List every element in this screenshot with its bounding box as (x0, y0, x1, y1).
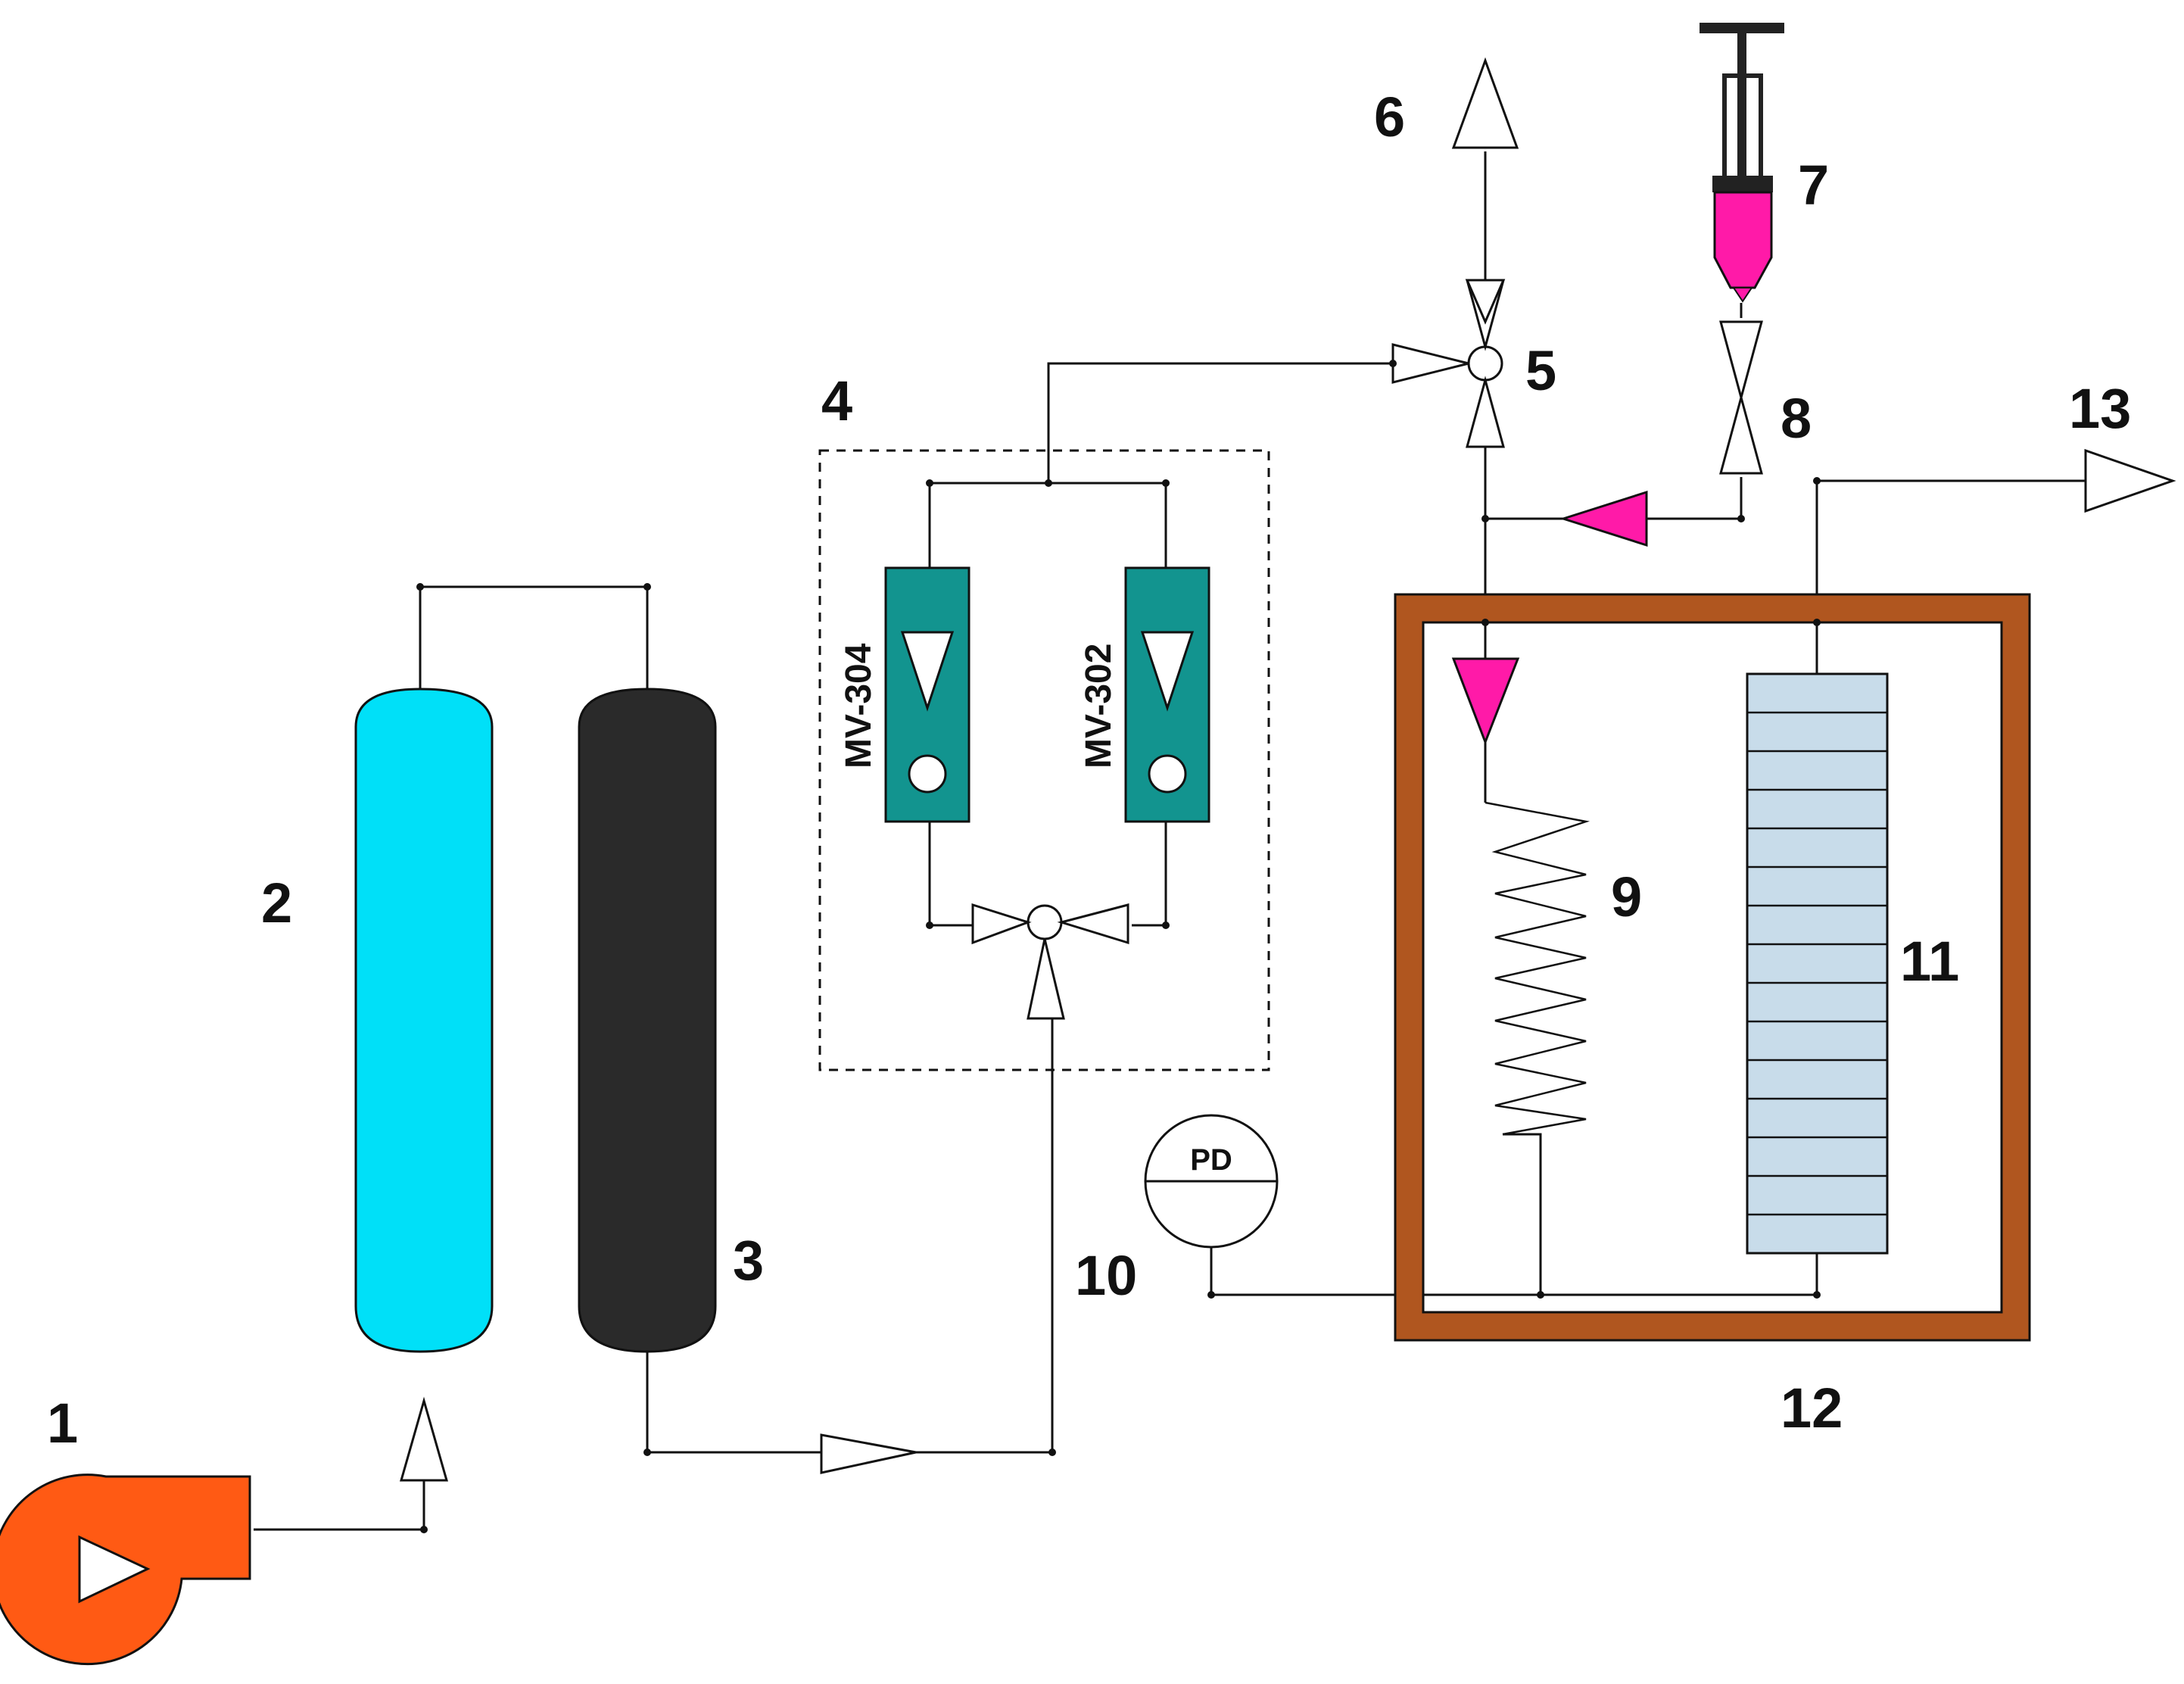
junction-dot (1481, 619, 1489, 626)
junction-dot (1389, 360, 1397, 367)
check-valve-icon (400, 1396, 448, 1482)
label-coil: 9 (1611, 865, 1642, 928)
valve-8 (1719, 320, 1763, 475)
junction-dot (1537, 1291, 1544, 1299)
pipe-valve8-to-tee (1647, 477, 1743, 520)
pipe-rotameter-header (928, 482, 1167, 568)
pipe-header-to-valve5 (1047, 362, 1393, 483)
junction-dot (1162, 479, 1170, 487)
preheat-coil (1485, 801, 1590, 1136)
label-syringe: 7 (1798, 154, 1829, 217)
syringe-plunger-rod (1737, 32, 1746, 191)
label-oven: 12 (1781, 1377, 1843, 1439)
label-cyan-column: 2 (261, 872, 292, 934)
junction-dot (1048, 1449, 1056, 1456)
junction-dot (1481, 515, 1489, 522)
junction-dot (420, 1526, 428, 1533)
junction-dot (416, 583, 424, 591)
reactor-column (1746, 672, 1889, 1255)
oven-injection-arrow-icon (1451, 657, 1520, 746)
connection-nodes (416, 360, 1821, 1533)
syringe-tip (1732, 287, 1753, 303)
float-triangle-icon (900, 631, 955, 712)
junction-dot (1737, 515, 1745, 522)
oven-wall-inner (1422, 621, 2003, 1314)
syringe-collar (1712, 176, 1773, 192)
manifold-valve-hub (1027, 904, 1063, 940)
flow-arrow-icon (820, 1433, 917, 1474)
label-three-way-valve: 5 (1525, 339, 1556, 402)
reactor-column-body (1746, 672, 1889, 1255)
syringe-reservoir (1713, 191, 1773, 289)
junction-dot (926, 922, 933, 929)
label-flowmeter-box: 4 (821, 370, 852, 432)
float-triangle-icon (1140, 631, 1195, 712)
junction-dot (643, 583, 651, 591)
pipe-blower-to-column2 (254, 1480, 425, 1531)
rotameter-mv302 (1124, 566, 1210, 823)
number-labels: 1 2 3 4 5 6 7 8 9 10 11 12 13 (47, 86, 2131, 1455)
label-reactor-column: 11 (1900, 930, 1959, 993)
pressure-indicator-label: PD (1190, 1143, 1232, 1177)
blower-arrow-icon (78, 1535, 151, 1604)
dark-column (578, 688, 717, 1353)
flowmeter-box (818, 449, 1270, 1071)
pressure-indicator (1144, 1114, 1279, 1249)
syringe-handle (1700, 23, 1784, 33)
valve5-bottom-icon (1466, 376, 1505, 448)
junction-dot (1162, 922, 1170, 929)
manifold-valve-bottom-icon (1027, 938, 1065, 1020)
cyan-column (354, 688, 494, 1353)
junction-dot (1045, 479, 1052, 487)
rotameter-mv304 (884, 566, 970, 823)
label-pressure-indicator: 10 (1075, 1244, 1137, 1307)
outlet-arrow-icon (2084, 448, 2176, 513)
pipe-coil-to-reactor-inner (1503, 1133, 1817, 1296)
valve5-left-icon (1391, 343, 1469, 384)
junction-dot (926, 479, 933, 487)
float-ball-icon (1148, 754, 1187, 794)
junction-dot (1813, 619, 1821, 626)
junction-dot (643, 1449, 651, 1456)
junction-dot (1207, 1291, 1215, 1299)
three-way-valve (1391, 279, 1506, 448)
label-valve-8: 8 (1781, 387, 1812, 450)
rotameter-tag-mv302: MV-302 (1079, 644, 1119, 769)
label-vent: 6 (1374, 86, 1405, 148)
syringe-pump (1700, 23, 1784, 303)
valve8-upper-icon (1719, 320, 1763, 402)
valve5-top-inner-icon (1465, 279, 1506, 325)
manifold-valve (971, 903, 1129, 1020)
injection-arrow-icon (1559, 490, 1648, 547)
pipe-column2-to-column3 (419, 585, 649, 693)
valve8-lower-icon (1719, 393, 1763, 475)
label-blower: 1 (47, 1392, 78, 1455)
valve5-hub (1467, 345, 1503, 382)
label-dark-column: 3 (733, 1229, 764, 1292)
rotameter-tag-mv304: MV-304 (839, 643, 879, 769)
oven (1394, 593, 2031, 1342)
label-outlet: 13 (2069, 377, 2131, 440)
junction-dot (1813, 1291, 1821, 1299)
junction-dot (1813, 477, 1821, 485)
float-ball-icon (908, 754, 947, 794)
blower (0, 1474, 251, 1666)
vent-arrow-icon (1451, 57, 1519, 149)
manifold-valve-left-icon (971, 903, 1032, 945)
manifold-valve-right-icon (1057, 903, 1129, 945)
